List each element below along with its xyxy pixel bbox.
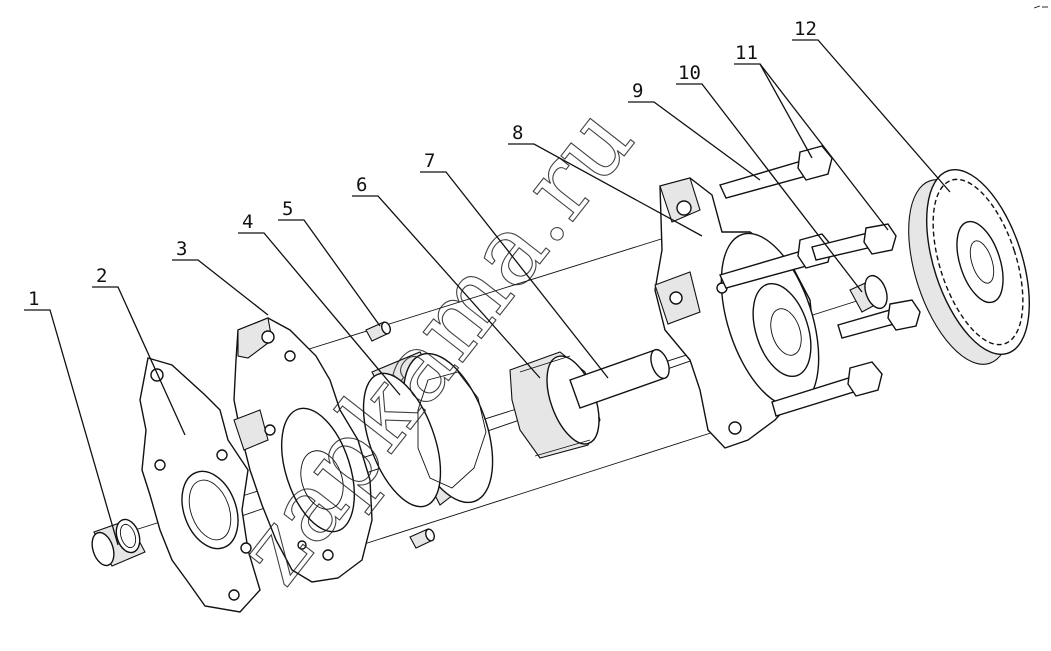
- callout-3: 3: [176, 238, 187, 260]
- callout-6: 6: [356, 174, 367, 196]
- part-4-outer-rotor: [362, 351, 494, 508]
- callout-2: 2: [96, 265, 107, 287]
- callout-7: 7: [424, 150, 435, 172]
- part-9-long-bolt: [719, 145, 833, 199]
- part-7-drive-shaft: [569, 348, 670, 409]
- part-2-gasket: [139, 357, 261, 613]
- part-12-drive-gear: [908, 168, 1030, 365]
- callout-5: 5: [282, 198, 293, 220]
- callout-4: 4: [242, 211, 253, 233]
- part-5-dowel-pins: [365, 321, 435, 549]
- part-11-bolts: [771, 223, 921, 417]
- callout-1: 1: [28, 288, 39, 310]
- part-10-sleeve: [849, 274, 888, 313]
- part-3-pump-cover: [233, 317, 373, 583]
- callout-leaders: [24, 39, 951, 546]
- part-1-bushing: [91, 518, 146, 567]
- callout-10: 10: [678, 62, 701, 84]
- callout-8: 8: [512, 122, 523, 144]
- callout-12: 12: [794, 18, 817, 40]
- part-8-pump-body: [654, 177, 820, 449]
- corner-mark: [1033, 5, 1048, 9]
- callout-9: 9: [632, 80, 643, 102]
- callout-labels: 1 2 3 4 5 6 7 8 9 10 11 12: [28, 18, 817, 310]
- callout-11: 11: [735, 42, 758, 64]
